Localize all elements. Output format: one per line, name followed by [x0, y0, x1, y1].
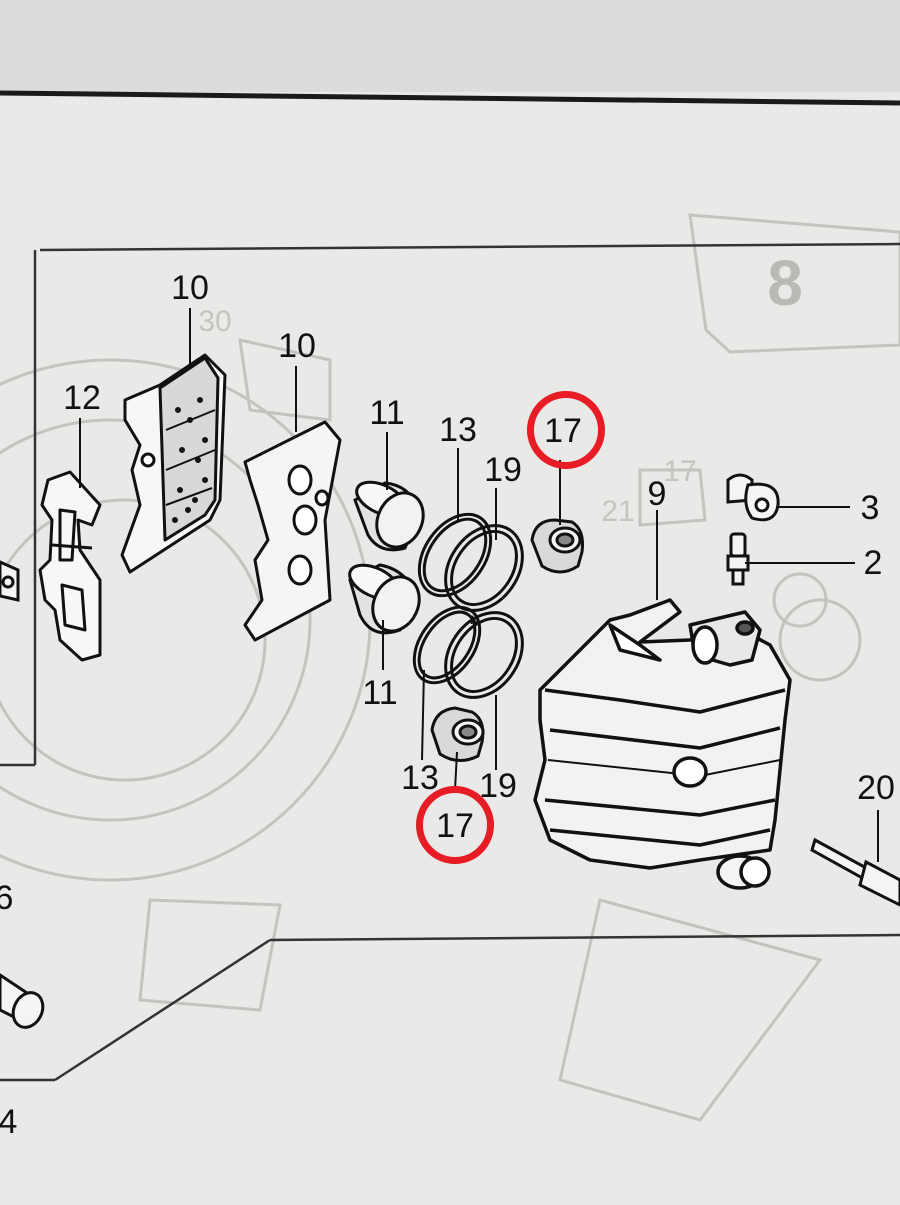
caliper-body-icon: [533, 598, 792, 890]
callout-6-edge: 6: [0, 879, 14, 917]
bleed-valve-icon: [726, 532, 750, 586]
ghost-number-17: 17: [663, 455, 697, 488]
callout-19-bottom: 19: [479, 767, 517, 805]
callout-13-top: 13: [439, 411, 477, 449]
rubber-boot-top-icon: [530, 518, 584, 574]
callout-17-top: 17: [544, 412, 582, 450]
callout-13-bottom: 13: [401, 759, 439, 797]
pad-pin-icon: [810, 837, 900, 907]
ghost-number-30: 30: [198, 305, 232, 338]
diagram-frame: [0, 242, 900, 1082]
callout-17-bottom: 17: [436, 807, 474, 845]
highlight-ring-top: [527, 391, 605, 469]
pad-spring-icon: [38, 470, 102, 662]
page-top-rule: [0, 90, 900, 106]
rubber-boot-bottom-icon: [430, 706, 485, 762]
callout-3: 3: [860, 489, 880, 527]
slide-pin-icon: [0, 973, 45, 1029]
dust-seal-bottom-icon: [444, 611, 524, 699]
brake-pad-outer-icon: [120, 353, 227, 574]
edge-fragment: [0, 560, 20, 602]
callout-20: 20: [857, 769, 895, 807]
callout-9: 9: [647, 475, 667, 513]
bleed-cap-icon: [726, 473, 780, 522]
ghost-number-21: 21: [601, 495, 635, 528]
callout-4-edge: 4: [0, 1103, 18, 1141]
pad-shim-icon: [243, 420, 342, 642]
svg-text:N: N: [470, 613, 479, 627]
callout-10-pad: 10: [171, 269, 209, 307]
piston-seal-top-icon: [417, 512, 493, 598]
callout-10-shim: 10: [278, 327, 316, 365]
ghost-box-number: 8: [767, 247, 803, 319]
dust-seal-top-icon: [444, 524, 524, 612]
piston-bottom-icon: [348, 563, 421, 635]
highlight-ring-bottom: [416, 786, 494, 864]
callout-19-top: 19: [484, 451, 522, 489]
piston-top-icon: [353, 480, 425, 552]
callout-11-bottom: 11: [362, 674, 398, 712]
callout-11-top: 11: [369, 394, 405, 432]
callout-12: 12: [63, 379, 101, 417]
callout-2: 2: [863, 544, 883, 582]
leader-lines: [79, 308, 879, 862]
